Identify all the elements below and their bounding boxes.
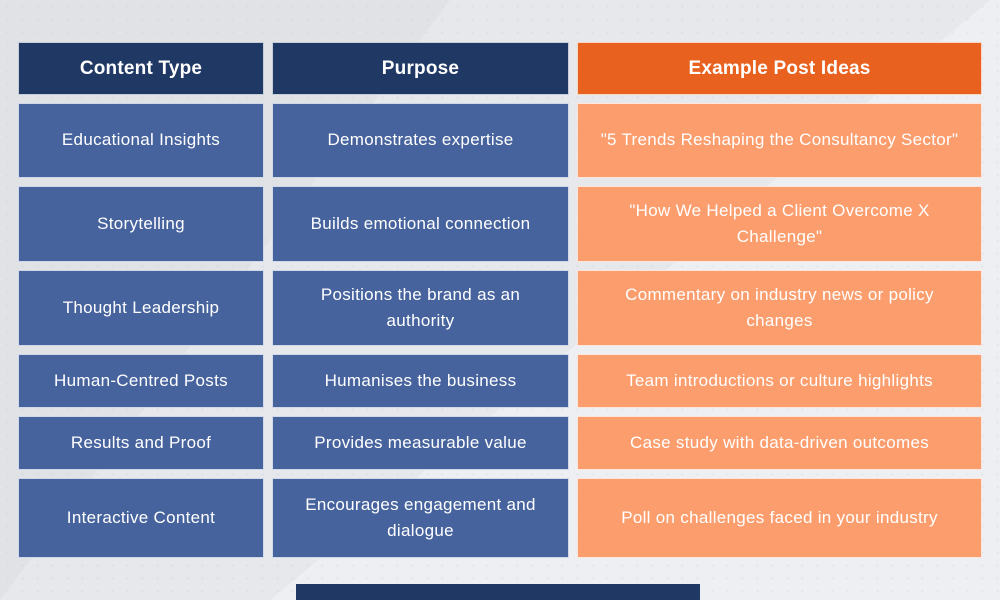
cell-purpose: Provides measurable value	[272, 416, 569, 470]
cell-purpose: Humanises the business	[272, 354, 569, 408]
cell-example: Commentary on industry news or policy ch…	[577, 270, 982, 346]
cell-example: "How We Helped a Client Overcome X Chall…	[577, 186, 982, 262]
header-example-post-ideas: Example Post Ideas	[577, 42, 982, 95]
cell-example: "5 Trends Reshaping the Consultancy Sect…	[577, 103, 982, 178]
cell-content-type: Results and Proof	[18, 416, 264, 470]
cell-content-type: Storytelling	[18, 186, 264, 262]
cell-purpose: Demonstrates expertise	[272, 103, 569, 178]
header-purpose: Purpose	[272, 42, 569, 95]
cell-example: Team introductions or culture highlights	[577, 354, 982, 408]
cell-content-type: Human-Centred Posts	[18, 354, 264, 408]
header-content-type: Content Type	[18, 42, 264, 95]
content-strategy-table: Content Type Purpose Example Post Ideas …	[18, 42, 982, 558]
cell-purpose: Builds emotional connection	[272, 186, 569, 262]
cell-content-type: Educational Insights	[18, 103, 264, 178]
cell-purpose: Positions the brand as an authority	[272, 270, 569, 346]
cell-example: Case study with data-driven outcomes	[577, 416, 982, 470]
cell-content-type: Interactive Content	[18, 478, 264, 558]
cell-purpose: Encourages engagement and dialogue	[272, 478, 569, 558]
cell-example: Poll on challenges faced in your industr…	[577, 478, 982, 558]
cell-content-type: Thought Leadership	[18, 270, 264, 346]
bottom-accent-bar	[296, 584, 700, 600]
